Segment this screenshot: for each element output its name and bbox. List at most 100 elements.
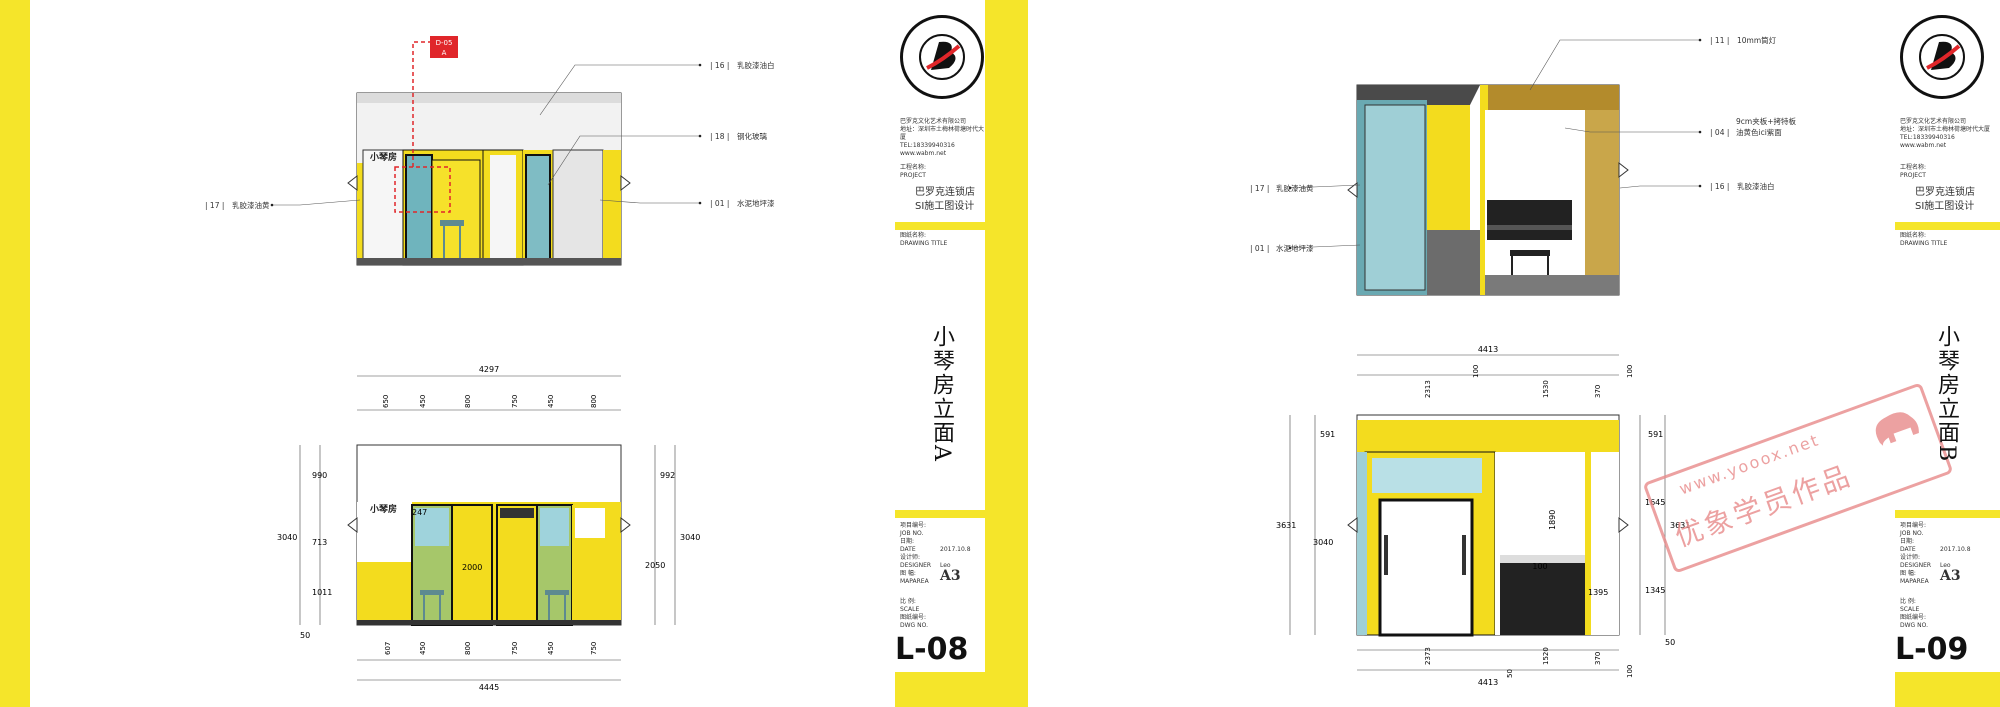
maparea-value: A3 (940, 568, 961, 584)
dim-b-inner-2: 100 (1532, 562, 1547, 571)
date-label: 日期: (900, 538, 915, 545)
callouts-b (1289, 39, 1700, 249)
company-address-b: 地址：深圳市土梅林荷塘时代大厦 (1900, 126, 1991, 133)
drawing-title-label-en-b: DRAWING TITLE (1900, 240, 1948, 247)
svg-text:750: 750 (511, 395, 519, 408)
drawing-title-label: 图纸名称: (900, 232, 927, 239)
svg-text:450: 450 (419, 642, 427, 655)
date-value-b: 2017.10.8 (1940, 546, 1971, 553)
sheet-b-drawing: | 11 | 10mm筒灯 9cm夹板+拷特板 | 04 | 油黄色ici紫面 … (1250, 35, 1796, 687)
divider (1895, 222, 2000, 230)
dim-b-inner-0: 1890 (1548, 510, 1557, 530)
dim-a-left-5: 713 (312, 538, 327, 547)
callout-04-text-2: 油黄色ici紫面 (1736, 127, 1782, 137)
dwg-no-en-b: DWG NO. (1900, 622, 1928, 629)
dwg-no-label: 图纸编号: (900, 614, 927, 621)
svg-text:450: 450 (419, 395, 427, 408)
center-yellow-border (985, 0, 1028, 707)
dwg-no-label-b: 图纸编号: (1900, 614, 1927, 621)
dwg-number-b: L-09 (1895, 632, 1969, 667)
callout-11-text: 10mm筒灯 (1737, 35, 1777, 45)
company-address: 地址：深圳市土梅林荷塘时代大厦 (900, 126, 985, 141)
svg-text:800: 800 (590, 395, 598, 408)
svg-text:750: 750 (511, 642, 519, 655)
scale-label-b: 比 例: (1900, 598, 1916, 605)
company-tel-b: TEL:18339940316 (1900, 134, 1955, 141)
callout-01-num-b: | 01 | (1250, 244, 1269, 253)
callout-17-num: | 17 | (205, 201, 224, 210)
designer-value: Leo (940, 562, 951, 569)
maparea-value-b: A3 (1940, 568, 1961, 584)
callout-04-num: | 04 | (1710, 128, 1729, 137)
project-name-2-b: SI施工图设计 (1915, 201, 1975, 212)
project-label-b: 工程名称: (1900, 164, 1927, 171)
detail-tag-number: D-05 (436, 39, 453, 47)
dim-a-left-total: 3040 (277, 533, 297, 542)
elephant-icon (1862, 398, 1928, 455)
svg-text:650: 650 (382, 395, 390, 408)
dim-b-right-bottom: 50 (1665, 638, 1675, 647)
render-b (1347, 84, 1629, 296)
svg-text:100: 100 (1472, 365, 1480, 378)
callout-16-text-b: 乳胶漆油白 (1737, 181, 1775, 191)
dim-b-top-segments: 2313 100 1530 370 100 (1424, 365, 1634, 398)
scale-en-b: SCALE (1900, 606, 1920, 613)
watermark-stamp: www.yooox.net 优象学员作品 (1642, 382, 1954, 574)
date-value: 2017.10.8 (940, 546, 971, 553)
svg-text:100: 100 (1626, 365, 1634, 378)
drawing-title-label-b: 图纸名称: (1900, 232, 1927, 239)
divider (895, 672, 985, 707)
left-yellow-border (0, 0, 30, 707)
job-no-label: 项目编号: (900, 522, 927, 529)
svg-text:800: 800 (464, 395, 472, 408)
svg-text:750: 750 (590, 642, 598, 655)
render-a: 小琴房 D-05 A (347, 36, 631, 266)
detail-tag-sub: A (442, 49, 447, 57)
dim-b-left-outer: 3631 (1276, 521, 1296, 530)
dwg-no-en: DWG NO. (900, 622, 928, 629)
svg-text:450: 450 (547, 642, 555, 655)
svg-text:800: 800 (464, 642, 472, 655)
divider (895, 222, 985, 230)
svg-text:450: 450 (547, 395, 555, 408)
drawing-title: 小琴房立面A (929, 325, 954, 463)
svg-text:2373: 2373 (1424, 647, 1432, 665)
callout-16-num: | 16 | (710, 61, 729, 70)
elevation-a-sign: 小琴房 (369, 503, 397, 515)
dim-a-right-total: 3040 (680, 533, 700, 542)
job-no-label-b: 项目编号: (1900, 522, 1927, 529)
dim-b-right-total: 3631 (1670, 521, 1690, 530)
dim-a-left-0: 990 (312, 471, 327, 480)
dim-b-left-inner: 3040 (1313, 538, 1333, 547)
drawing-title-b: 小琴房立面B (1934, 325, 1959, 464)
dim-a-left-6: 1011 (312, 588, 332, 597)
callout-01-text: 水泥地坪漆 (737, 198, 775, 208)
svg-text:607: 607 (384, 642, 392, 655)
company-web: www.wabm.net (900, 150, 947, 157)
scale-en: SCALE (900, 606, 920, 613)
callout-17-num-b: | 17 | (1250, 184, 1269, 193)
dwg-number: L-08 (895, 632, 969, 667)
dim-b-top-total: 4413 (1478, 345, 1498, 354)
drawing-title-label-en: DRAWING TITLE (900, 240, 948, 247)
job-no-en-b: JOB NO. (1900, 530, 1924, 537)
title-block-a: 巴罗克文化艺术有限公司 地址：深圳市土梅林荷塘时代大厦 TEL:18339940… (895, 0, 985, 707)
svg-text:370: 370 (1594, 652, 1602, 665)
date-label-b: 日期: (1900, 538, 1915, 545)
callout-01-text-b: 水泥地坪漆 (1276, 243, 1314, 253)
callouts-a (272, 64, 700, 206)
barroco-logo (900, 15, 984, 99)
sheet-a-drawing: 小琴房 D-05 A | 16 | 乳胶漆油白 | 18 | 钢化玻璃 | 01… (205, 36, 775, 692)
maparea-en-b: MAPAREA (1900, 578, 1929, 585)
callout-16-num-b: | 16 | (1710, 182, 1729, 191)
dim-a-inner-3: 2000 (462, 563, 482, 572)
project-name-1-b: 巴罗克连锁店 (1915, 187, 1975, 198)
svg-text:50: 50 (1506, 669, 1514, 678)
project-name-1: 巴罗克连锁店 (915, 187, 975, 198)
divider (1895, 672, 2000, 707)
designer-en: DESIGNER (900, 562, 932, 569)
dim-b-right-top: 591 (1648, 430, 1663, 439)
designer-en-b: DESIGNER (1900, 562, 1932, 569)
date-en: DATE (900, 546, 916, 553)
maparea-label-b: 图 幅: (1900, 570, 1916, 577)
